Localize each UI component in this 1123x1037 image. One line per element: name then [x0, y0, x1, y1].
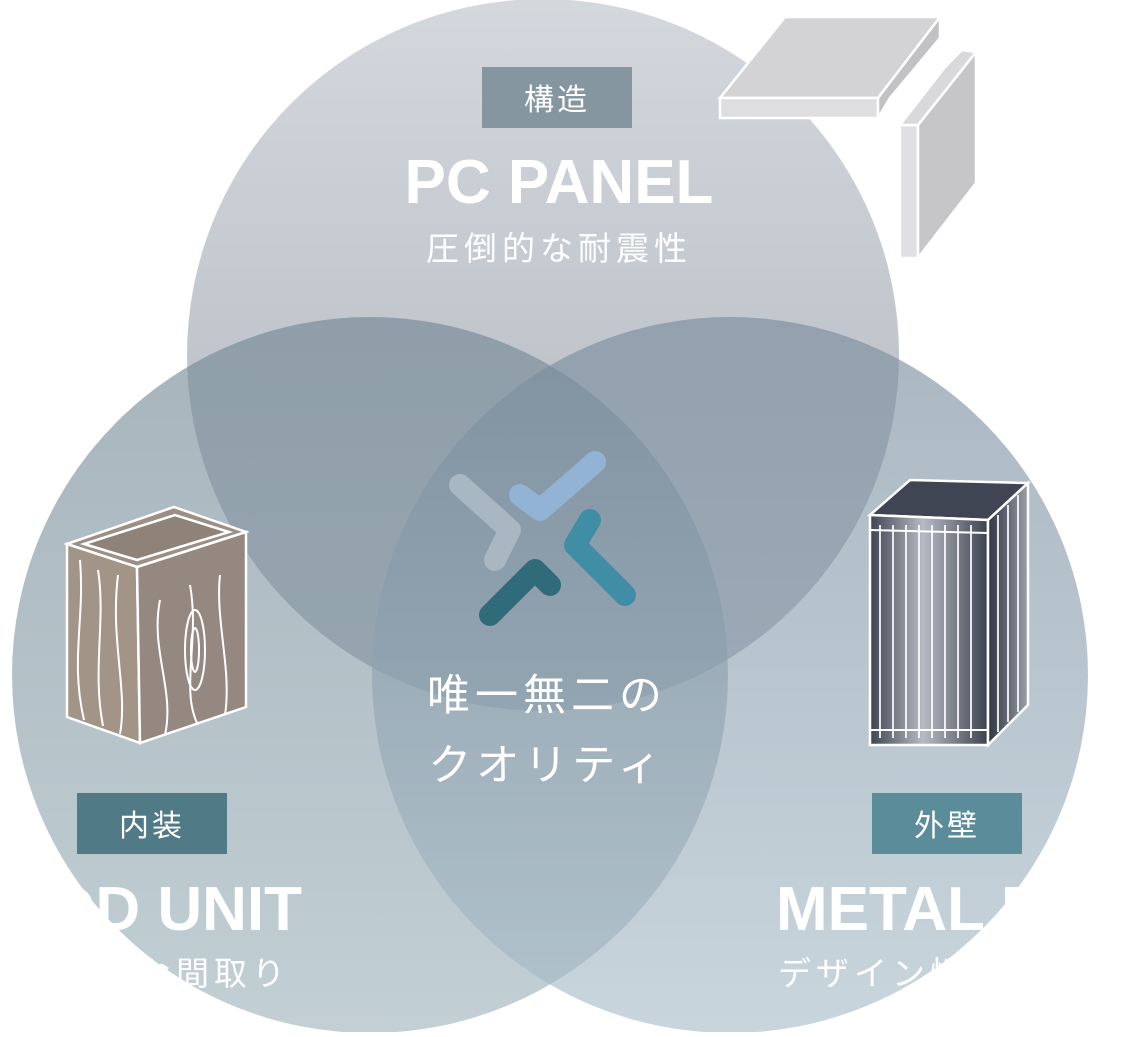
title-interior: WOOD UNIT	[0, 875, 302, 944]
title-structure: PC PANEL	[405, 148, 714, 217]
subtitle-interior: 自在な間取り	[62, 954, 290, 993]
wood-box-icon	[63, 505, 250, 745]
center-line-2: クオリティ	[428, 741, 665, 791]
pc-panel-icon	[717, 13, 979, 262]
tag-structure: 構造	[524, 83, 590, 118]
metal-box-icon	[866, 478, 1032, 749]
center-line-1: 唯一無二の	[427, 671, 667, 721]
tag-interior: 内装	[119, 809, 185, 844]
subtitle-structure: 圧倒的な耐震性	[426, 229, 692, 268]
title-exterior: METAL PANEL	[776, 875, 1123, 944]
tag-box-exterior	[872, 793, 1022, 854]
brand-logo-icon	[449, 451, 636, 626]
tag-box-interior	[77, 793, 227, 854]
tag-exterior: 外壁	[914, 809, 980, 844]
subtitle-exterior: デザイン性の高い外観	[778, 954, 1123, 993]
tag-box-structure	[482, 67, 632, 128]
